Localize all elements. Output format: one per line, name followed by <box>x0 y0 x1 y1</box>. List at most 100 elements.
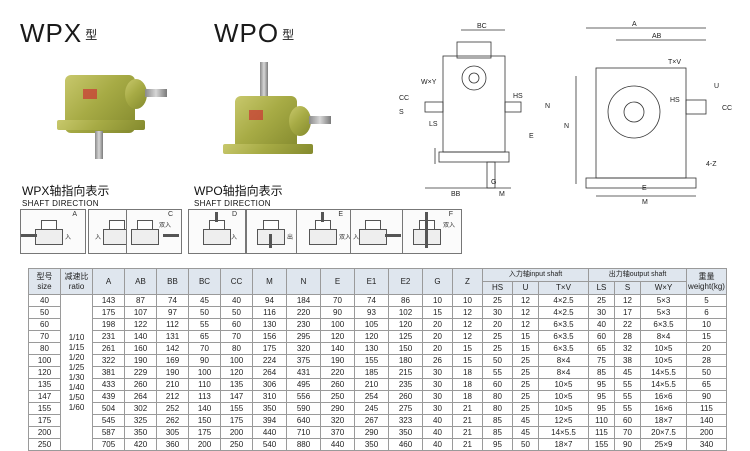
table-cell: 495 <box>286 378 321 391</box>
header-output-shaft: 出力轴output shaft <box>588 268 687 282</box>
table-cell: 210 <box>354 378 389 391</box>
table-cell: 302 <box>124 402 157 415</box>
gearbox-base-icon <box>203 229 231 245</box>
table-cell: 290 <box>354 426 389 439</box>
table-cell: 38 <box>614 354 641 367</box>
shaft-icon <box>269 234 272 248</box>
table-cell: 5×3 <box>640 306 687 319</box>
table-cell: 12 <box>512 294 539 307</box>
table-cell: 130 <box>252 318 287 331</box>
table-cell: 252 <box>156 402 189 415</box>
table-cell: 30 <box>422 402 453 415</box>
table-cell: 130 <box>354 342 389 355</box>
table-cell: 60 <box>28 318 61 331</box>
table-cell: 14×5.5 <box>640 366 687 379</box>
drawing-label-z: 4-Z <box>706 161 717 168</box>
direction-tag-in: 入 <box>231 235 238 241</box>
table-cell: 229 <box>124 366 157 379</box>
direction-box-d2: 出 <box>246 209 298 254</box>
drawing-label-bc: BC <box>477 23 487 30</box>
table-cell: 25 <box>482 330 513 343</box>
drawing-label-m: M <box>499 191 505 198</box>
direction-tag-both: 双入 <box>339 235 352 241</box>
header-col: G <box>422 268 453 295</box>
table-cell: 45 <box>512 426 539 439</box>
table-cell: 25 <box>482 294 513 307</box>
table-cell: 250 <box>28 438 61 451</box>
drawing-label-ab: AB <box>652 33 662 40</box>
table-cell: 45 <box>614 366 641 379</box>
table-cell: 50 <box>188 306 221 319</box>
table-cell: 70 <box>28 330 61 343</box>
table-cell: 94 <box>252 294 287 307</box>
table-cell: 325 <box>124 414 157 427</box>
table-cell: 350 <box>388 426 423 439</box>
table-cell: 235 <box>388 378 423 391</box>
table-cell: 25 <box>482 342 513 355</box>
direction-tag-in: 入 <box>65 235 72 241</box>
table-cell: 90 <box>320 306 355 319</box>
table-cell: 60 <box>220 318 253 331</box>
table-cell: 545 <box>92 414 125 427</box>
table-cell: 6×3.5 <box>538 330 589 343</box>
table-cell: 65 <box>188 330 221 343</box>
table-cell: 80 <box>220 342 253 355</box>
table-cell: 21 <box>452 402 483 415</box>
table-cell: 267 <box>354 414 389 427</box>
drawing-label-txv: T×V <box>668 59 681 66</box>
table-cell: 15 <box>452 354 483 367</box>
table-cell: 10×5 <box>538 402 589 415</box>
table-cell: 74 <box>156 294 189 307</box>
header-weight-en: weight(kg) <box>688 281 725 291</box>
direction-tag-in: 入 <box>95 235 102 241</box>
table-cell: 705 <box>92 438 125 451</box>
table-cell: 15 <box>422 306 453 319</box>
table-cell: 65 <box>588 342 615 355</box>
table-cell: 125 <box>388 330 423 343</box>
table-cell: 120 <box>354 330 389 343</box>
direction-label-d: D <box>231 211 237 218</box>
table-cell: 120 <box>388 318 423 331</box>
table-cell: 135 <box>28 378 61 391</box>
table-cell: 40 <box>422 426 453 439</box>
table-cell: 350 <box>124 426 157 439</box>
table-cell: 115 <box>686 402 727 415</box>
table-cell: 60 <box>588 330 615 343</box>
table-cell: 95 <box>588 402 615 415</box>
shaft-icon <box>215 212 218 222</box>
header-input-col: HS <box>482 281 513 295</box>
table-cell: 190 <box>124 354 157 367</box>
header-ratio-en: ratio <box>68 281 85 291</box>
table-cell: 10×5 <box>538 378 589 391</box>
table-cell: 70 <box>614 426 641 439</box>
header-col: E1 <box>354 268 389 295</box>
table-cell: 100 <box>28 354 61 367</box>
table-cell: 110 <box>188 378 221 391</box>
table-cell: 260 <box>388 390 423 403</box>
direction-tag-in: 入 <box>353 235 360 241</box>
direction-label-f: F <box>448 211 453 218</box>
table-cell: 200 <box>188 438 221 451</box>
table-cell: 12 <box>452 306 483 319</box>
direction-box-c: C 双入 <box>126 209 182 254</box>
table-cell: 20 <box>686 342 727 355</box>
table-cell: 306 <box>252 378 287 391</box>
table-cell: 116 <box>252 306 287 319</box>
table-cell: 175 <box>92 306 125 319</box>
gearbox-base-icon <box>35 229 63 245</box>
header-input-shaft: 入力轴input shaft <box>482 268 589 282</box>
wpo-caption: WPO轴指向表示 SHAFT DIRECTION <box>194 182 283 208</box>
table-cell: 175 <box>188 426 221 439</box>
table-cell: 12 <box>512 318 539 331</box>
table-cell: 25 <box>512 402 539 415</box>
header-output-col: LS <box>588 281 615 295</box>
table-cell: 260 <box>124 378 157 391</box>
drawing-label-g: G <box>491 179 496 186</box>
direction-box-e: E 双入 <box>296 209 352 254</box>
gearbox-base-icon <box>131 229 159 245</box>
